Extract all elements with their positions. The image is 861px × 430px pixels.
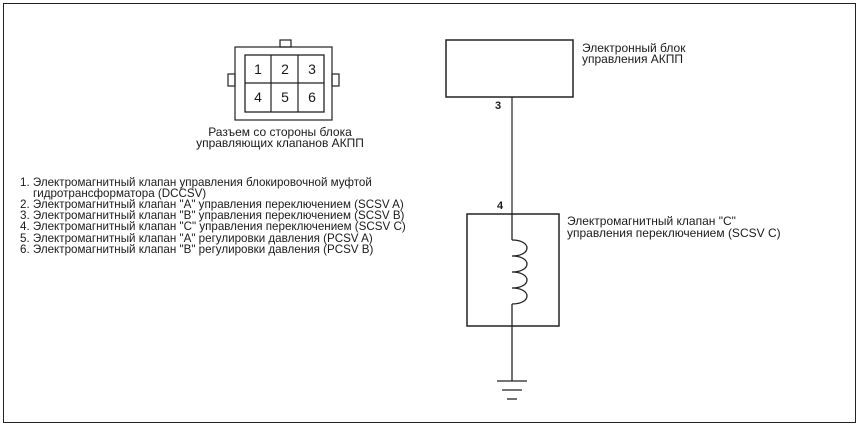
solenoid-pin-number: 4 [497, 200, 504, 212]
connector-pin-1: 1 [254, 61, 262, 77]
ecu-pin-number: 3 [495, 100, 502, 112]
legend-item-4: 4. Электромагнитный клапан "C" управлени… [20, 220, 406, 233]
connector-pin-2: 2 [281, 61, 289, 77]
legend-item-5: 5. Электромагнитный клапан "A" регулиров… [20, 232, 373, 245]
solenoid-label-line2: управления переключением (SCSV C) [567, 226, 781, 240]
connector-pin-6: 6 [308, 89, 316, 105]
legend-item-6: 6. Электромагнитный клапан "B" регулиров… [20, 243, 374, 256]
ecu-label-line2: управления АКПП [582, 52, 684, 66]
connector-housing [227, 39, 340, 121]
ecu-box [445, 39, 574, 98]
solenoid-label-line1: Электромагнитный клапан "C" [567, 214, 736, 228]
coil-icon [511, 214, 528, 326]
legend-item-2: 2. Электромагнитный клапан "A" управлени… [20, 198, 404, 211]
legend-item-1-cont: гидротрансформатора (DCCSV) [33, 187, 207, 200]
ecu-label-line1: Электронный блок [582, 41, 686, 55]
ground-icon [497, 326, 527, 400]
connector-caption-line1: Разъем со стороны блока [208, 125, 352, 139]
solenoid-box [466, 213, 560, 327]
connector-pin-5: 5 [281, 89, 289, 105]
diagram-frame [3, 3, 856, 423]
connector-pin-4: 4 [254, 89, 262, 105]
legend-item-1: 1. Электромагнитный клапан управления бл… [20, 176, 372, 189]
legend-item-3: 3. Электромагнитный клапан "B" управлени… [20, 209, 405, 222]
connector-caption-line2: управляющих клапанов АКПП [196, 136, 364, 150]
connector-pin-3: 3 [308, 61, 316, 77]
